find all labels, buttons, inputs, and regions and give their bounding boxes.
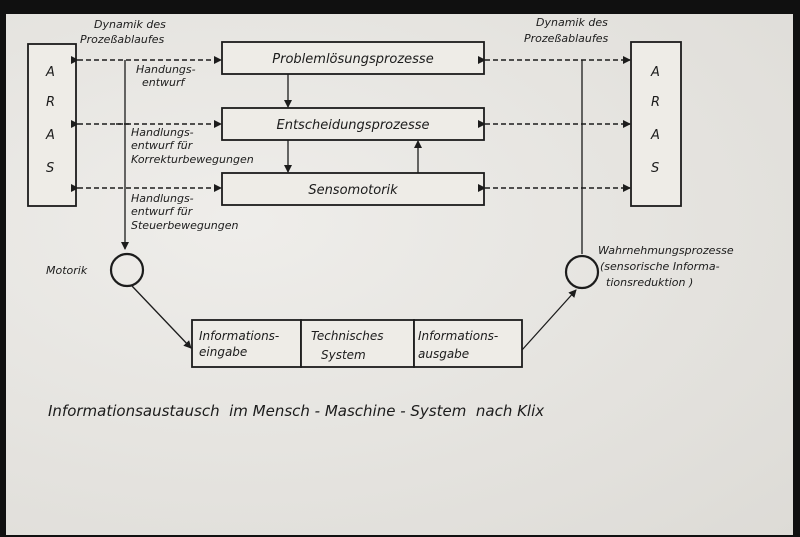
wahrnehmung-circle <box>564 254 600 290</box>
right-top-label-line1: Dynamik des <box>536 16 608 29</box>
informationseingabe-line1: Informations- <box>199 329 279 343</box>
steuer-line2: entwurf für <box>131 205 194 218</box>
korrektur-line3: Korrekturbewegungen <box>131 153 254 166</box>
wahrnehmung-line3: tionsreduktion ) <box>606 276 693 289</box>
ausgabe-to-wahrnehmung-arrow <box>521 289 577 351</box>
informationseingabe-box <box>191 319 302 368</box>
motorik-circle <box>109 252 145 288</box>
korrektur-line1: Handlungs- <box>131 126 194 139</box>
informationsausgabe-line2: ausgabe <box>418 347 469 361</box>
aras-right-letter-1: A <box>650 65 660 80</box>
wahrnehmung-line2: (sensorische Informa- <box>600 260 720 273</box>
aras-right-letter-3: A <box>650 128 660 143</box>
sensomotorik-box <box>221 172 485 206</box>
steuer-line1: Handlungs- <box>131 192 194 205</box>
handlungsentwurf-line2: entwurf <box>142 76 187 89</box>
left-top-label-line1: Dynamik des <box>94 18 166 31</box>
problemloesung-label: Problemlösungsprozesse <box>272 52 433 67</box>
technisches-system-line1: Technisches <box>311 329 383 343</box>
steuer-line3: Steuerbewegungen <box>131 219 239 232</box>
aras-left-letter-3: A <box>45 128 55 143</box>
left-top-label-line2: Prozeßablaufes <box>80 33 164 46</box>
right-top-label-line2: Prozeßablaufes <box>524 32 608 45</box>
slide-surface: Dynamik des Prozeßablaufes Dynamik des P… <box>6 14 793 535</box>
sensomotorik-label: Sensomotorik <box>308 183 398 198</box>
technisches-system-box <box>300 319 415 368</box>
aras-left-box <box>27 43 77 207</box>
aras-left-letter-4: S <box>46 161 54 176</box>
motorik-label: Motorik <box>46 264 88 277</box>
aras-left-letter-1: A <box>45 65 55 80</box>
wahrnehmung-line1: Wahrnehmungsprozesse <box>598 244 734 257</box>
aras-right-letter-4: S <box>651 161 659 176</box>
handlungsentwurf-line1: Handungs- <box>136 63 196 76</box>
informationseingabe-line2: eingabe <box>199 345 247 359</box>
entscheidung-label: Entscheidungsprozesse <box>277 118 430 133</box>
technisches-system-line2: System <box>321 348 366 362</box>
diagram-canvas: Dynamik des Prozeßablaufes Dynamik des P… <box>27 16 734 420</box>
informationsausgabe-box <box>413 319 523 368</box>
korrektur-line2: entwurf für <box>131 139 194 152</box>
problemloesung-box <box>221 41 485 75</box>
caption: Informationsaustausch im Mensch - Maschi… <box>48 402 544 420</box>
aras-left-letter-2: R <box>46 95 55 110</box>
motorik-to-eingabe-arrow <box>131 285 192 349</box>
aras-right-letter-2: R <box>651 95 660 110</box>
aras-right-box <box>630 41 682 207</box>
informationsausgabe-line1: Informations- <box>418 329 498 343</box>
